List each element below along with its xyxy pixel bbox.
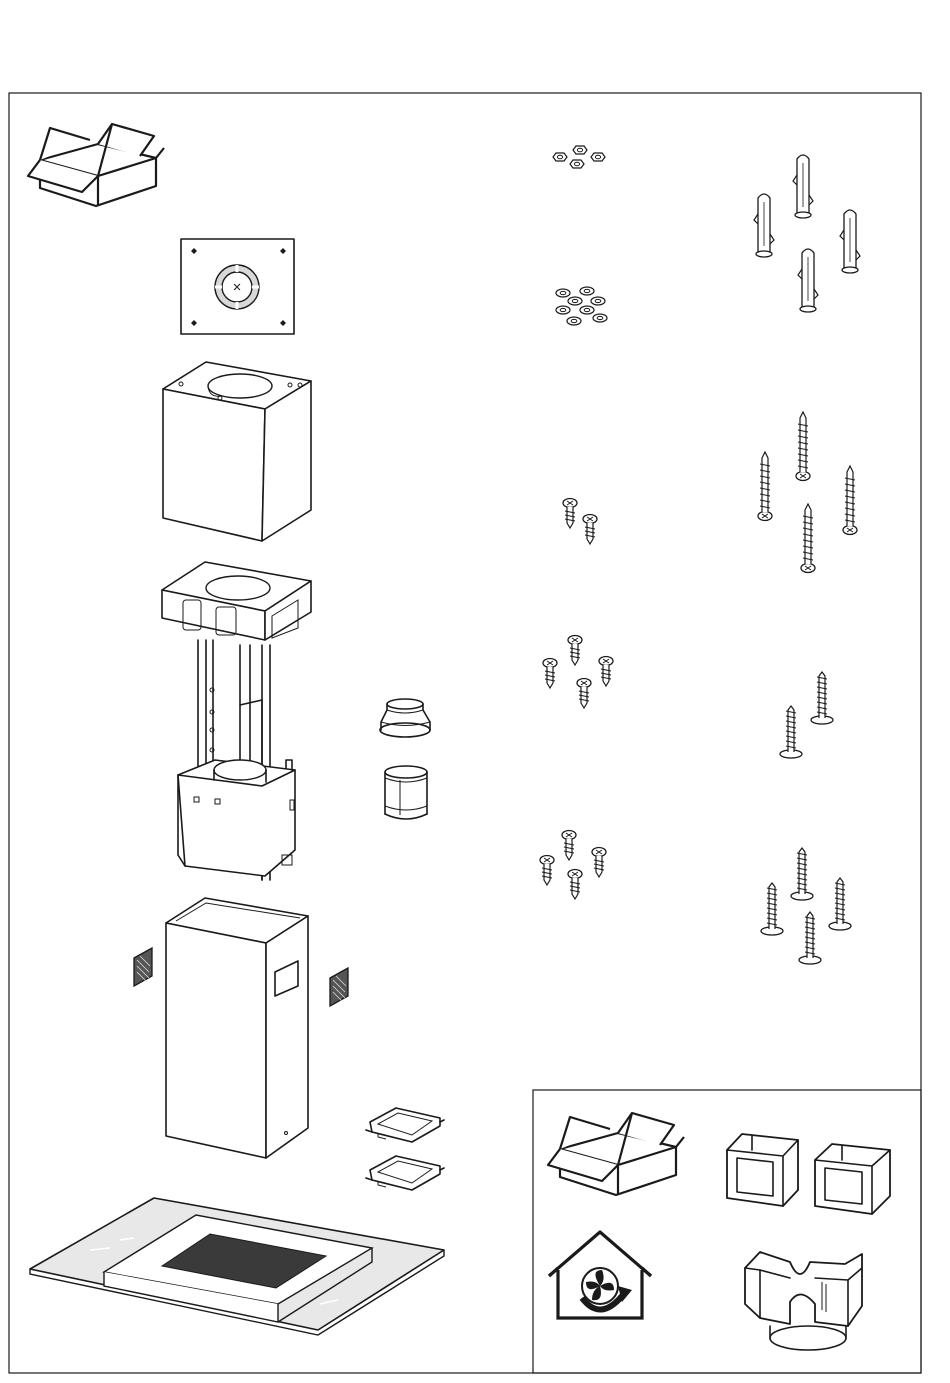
grease-filter <box>366 1156 444 1190</box>
screw-set-4-b <box>540 831 606 900</box>
carbon-filter-holder <box>745 1252 862 1350</box>
screw-set-4 <box>543 636 613 709</box>
vent-grille <box>330 968 348 1006</box>
vent-grille <box>134 948 152 986</box>
open-box-icon <box>28 124 164 206</box>
mounting-plate <box>181 239 294 334</box>
washer <box>556 287 607 325</box>
recirculation-icon <box>549 1232 651 1318</box>
duct-clamp <box>815 1144 890 1214</box>
wall-anchor <box>754 155 860 312</box>
grease-filter <box>366 1108 444 1142</box>
telescopic-frame <box>162 562 311 880</box>
chimney-cover-upper <box>163 362 311 541</box>
nut <box>553 146 605 168</box>
canopy-hood <box>30 1198 444 1335</box>
flange-bolt-set-4 <box>761 848 851 964</box>
chimney-cover-lower <box>166 898 308 1158</box>
flange-bolt-pair <box>780 672 833 758</box>
duct-adapter <box>380 699 430 737</box>
duct-connector <box>385 766 427 819</box>
screw-pair <box>563 499 597 545</box>
long-wood-screw <box>758 412 857 573</box>
duct-clamp <box>727 1134 798 1206</box>
open-box-icon <box>548 1113 684 1195</box>
